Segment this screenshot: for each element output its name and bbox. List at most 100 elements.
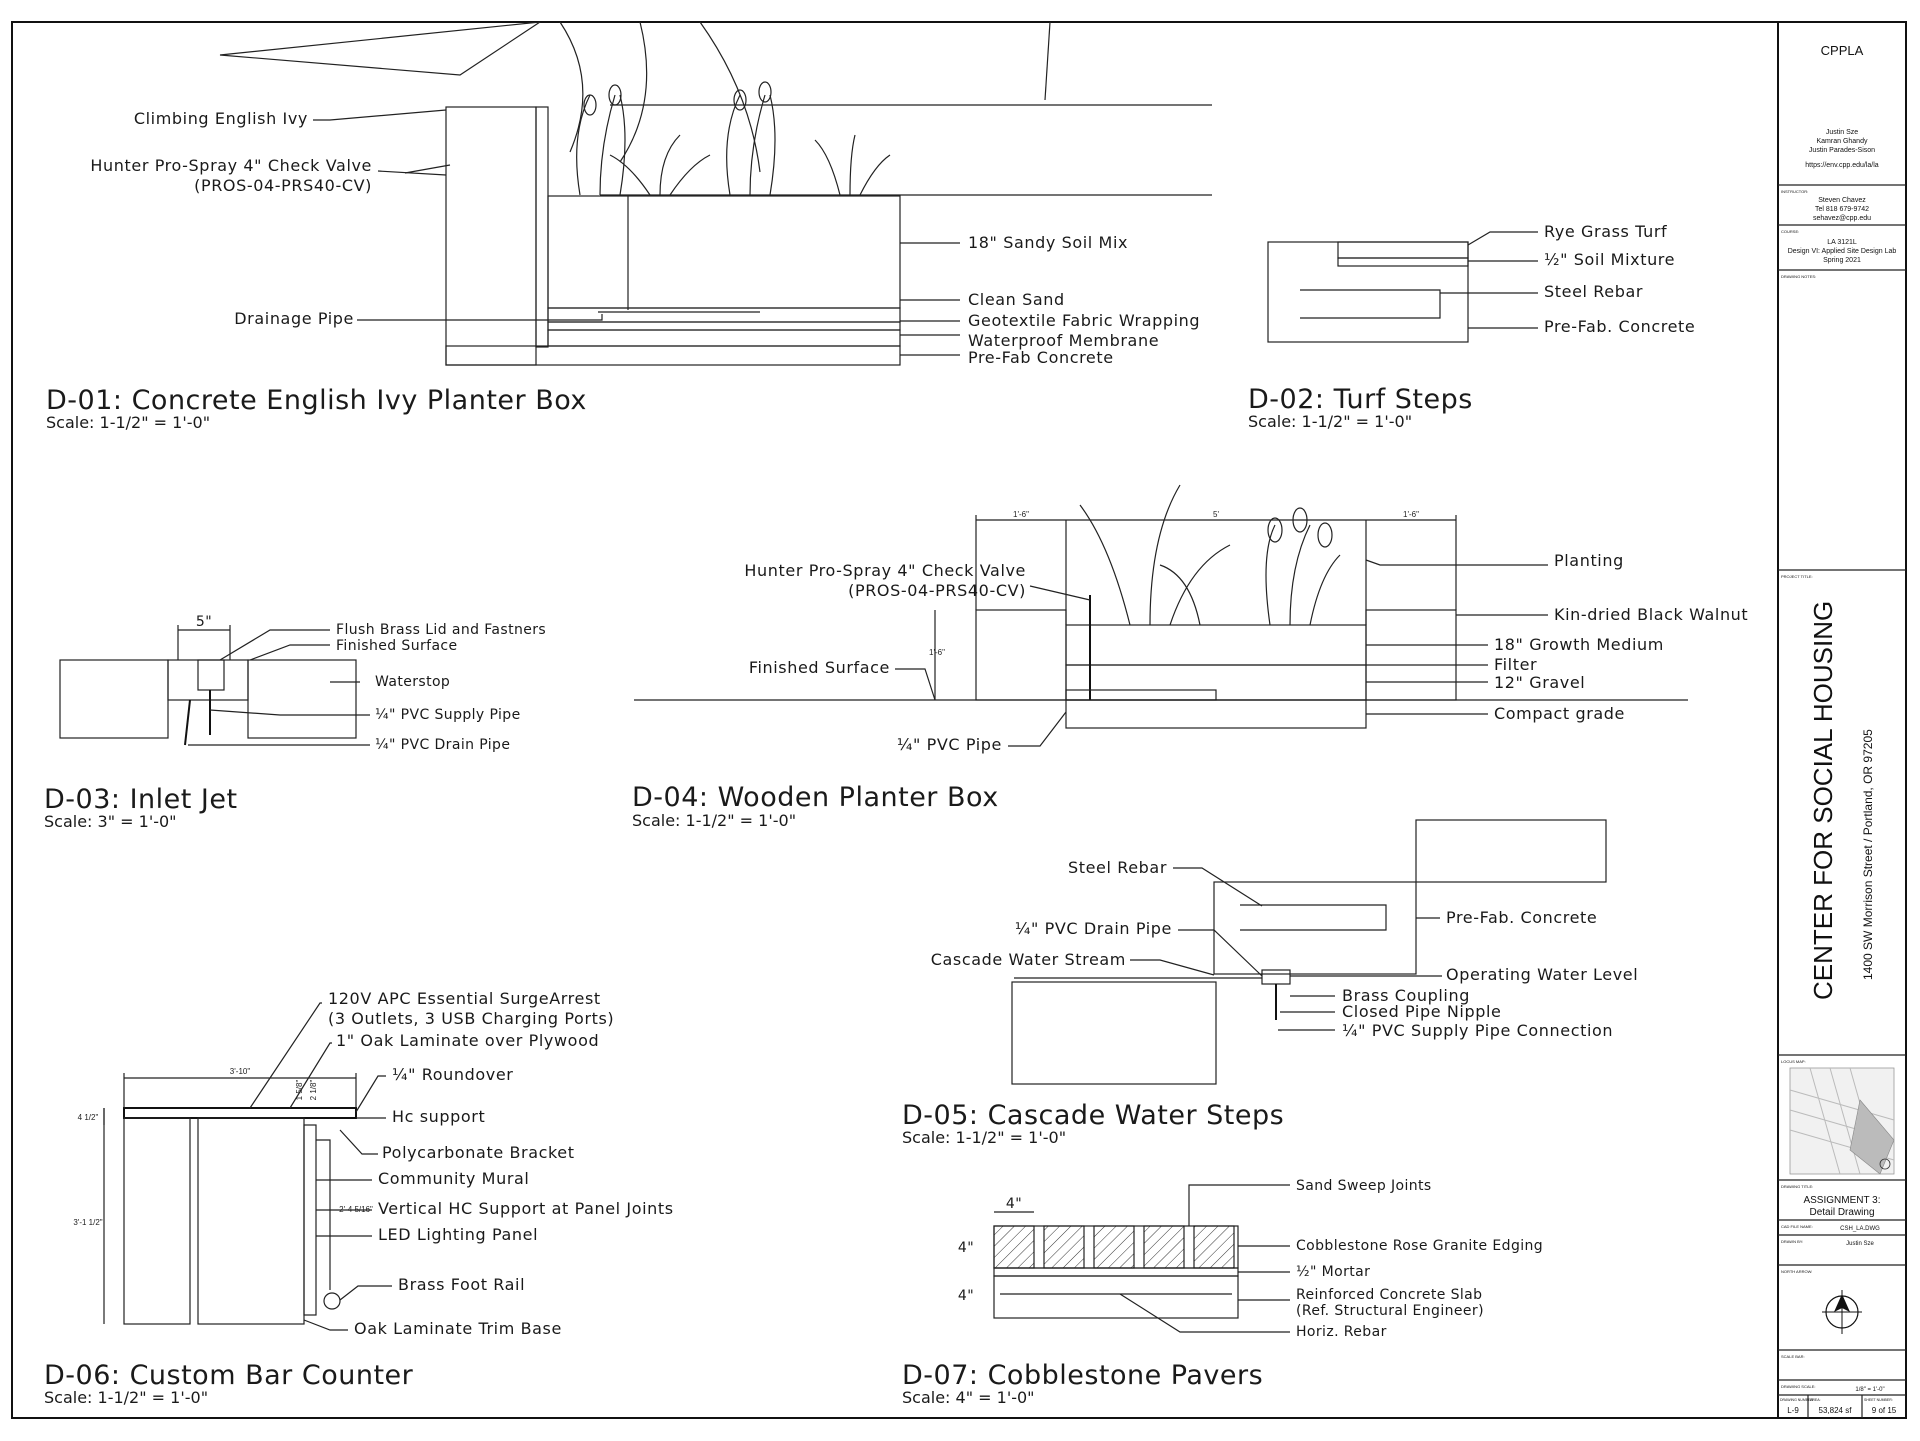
d06-scale: Scale: 1-1/2" = 1'-0" [44,1388,208,1407]
d01-callout-ivy: Climbing English Ivy [134,109,308,128]
d05-callout-nipple: Closed Pipe Nipple [1342,1002,1501,1021]
d02-title: D-02: Turf Steps [1248,384,1473,415]
d01-title: D-01: Concrete English Ivy Planter Box [46,385,587,416]
d06-callout-led: LED Lighting Panel [378,1225,538,1244]
tb-instructor-label: INSTRUCTOR: [1781,189,1808,194]
d06-callout-roundover: ¼" Roundover [392,1065,513,1084]
d06-callout-laminate: 1" Oak Laminate over Plywood [336,1031,599,1050]
tb-course-term: Spring 2021 [1823,257,1861,264]
d06-dim-a: 1 5/8" [295,1080,304,1101]
d06-callout-bracket: Polycarbonate Bracket [382,1143,575,1162]
tb-drawn-label: DRAWN BY: [1781,1239,1803,1244]
tb-instructor-name: Steven Chavez [1818,197,1866,204]
d07-callout-joints: Sand Sweep Joints [1296,1178,1432,1194]
d04-callout-gravel: 12" Gravel [1494,673,1585,692]
d03-callout-supply: ¼" PVC Supply Pipe [375,707,521,723]
d06-callout-foot-rail: Brass Foot Rail [398,1275,525,1294]
tb-drawing-title-label: DRAWING TITLE: [1781,1184,1813,1189]
d05-title: D-05: Cascade Water Steps [902,1100,1284,1131]
d05-callout-drain: ¼" PVC Drain Pipe [1015,919,1172,938]
d01-callout-valve: Hunter Pro-Spray 4" Check Valve [90,156,372,175]
tb-sheet: 9 of 15 [1872,1406,1897,1415]
d04-scale: Scale: 1-1/2" = 1'-0" [632,811,796,830]
d07-callout-slab: Reinforced Concrete Slab [1296,1287,1482,1303]
tb-cad-file: CSH_LA.DWG [1840,1226,1880,1232]
d05-callout-rebar: Steel Rebar [1068,858,1167,877]
d06-callout-surge: 120V APC Essential SurgeArrest [328,989,601,1008]
tb-drawing-title-2: Detail Drawing [1809,1207,1874,1218]
d03-title: D-03: Inlet Jet [44,784,238,815]
d07-dim-paver-depth: 4" [958,1240,974,1256]
d05-callout-stream: Cascade Water Stream [931,950,1126,969]
d01-callout-geotextile: Geotextile Fabric Wrapping [968,311,1200,330]
d07-title: D-07: Cobblestone Pavers [902,1360,1263,1391]
title-block: CPPLA Justin Sze Kamran Ghandy Justin Pa… [1778,43,1906,1418]
tb-area-label: AREA: [1810,1398,1821,1402]
d01-scale: Scale: 1-1/2" = 1'-0" [46,413,210,432]
detail-d06: 3'-10" 4 1/2" 1 5/8" 2 1/8" 3'-1 1/2" 2'… [44,989,674,1407]
d01-callout-drainage: Drainage Pipe [234,309,354,328]
d01-callout-valve-model: (PROS-04-PRS40-CV) [194,176,372,195]
tb-instructor-email[interactable]: sehavez@cpp.edu [1813,215,1871,222]
d01-callout-concrete: Pre-Fab Concrete [968,348,1114,367]
d06-callout-trim: Oak Laminate Trim Base [354,1319,562,1338]
d02-callout-rebar: Steel Rebar [1544,282,1643,301]
tb-team-2: Kamran Ghandy [1817,138,1868,145]
tb-number-label: DRAWING NUMBER: [1780,1398,1814,1402]
tb-sheet-label: SHEET NUMBER: [1864,1398,1893,1402]
d02-callout-concrete: Pre-Fab. Concrete [1544,317,1695,336]
d06-dim-height: 3'-1 1/2" [73,1218,102,1227]
d04-callout-valve: Hunter Pro-Spray 4" Check Valve [744,561,1026,580]
d05-callout-water-level: Operating Water Level [1446,965,1638,984]
d04-dim-center: 5' [1213,510,1219,519]
tb-number: L-9 [1787,1406,1799,1415]
d07-callout-rebar: Horiz. Rebar [1296,1324,1387,1340]
d05-callout-supply: ¼" PVC Supply Pipe Connection [1342,1021,1613,1040]
d06-dim-b: 2 1/8" [309,1080,318,1101]
tb-project-title: CENTER FOR SOCIAL HOUSING [1808,601,1838,1000]
tb-locus-label: LOCUS MAP: [1781,1059,1806,1064]
locus-north-icon [1879,1158,1891,1170]
d03-scale: Scale: 3" = 1'-0" [44,812,177,831]
d05-scale: Scale: 1-1/2" = 1'-0" [902,1128,1066,1147]
detail-d07: 4" 4" 4" Sand Sweep Joints Cobblestone R… [902,1178,1543,1407]
tb-notes-label: DRAWING NOTES: [1781,274,1816,279]
tb-course-code: LA 3121L [1827,239,1857,246]
d05-callout-coupling: Brass Coupling [1342,986,1470,1005]
d06-callout-mural: Community Mural [378,1169,529,1188]
d04-callout-medium: 18" Growth Medium [1494,635,1664,654]
d04-callout-planting: Planting [1554,551,1624,570]
d01-callout-soil: 18" Sandy Soil Mix [968,233,1128,252]
tb-course-name: Design VI: Applied Site Design Lab [1788,248,1897,255]
d03-dim-width: 5" [196,614,212,630]
detail-d02: Rye Grass Turf ½" Soil Mixture Steel Reb… [1248,222,1695,431]
tb-url[interactable]: https://env.cpp.edu/la/la [1805,162,1879,169]
d04-callout-pipe: ¼" PVC Pipe [897,735,1002,754]
detail-d03: 5" Flush Brass Lid and Fastners Finished… [44,614,546,831]
tb-project-label: PROJECT TITLE: [1781,574,1813,579]
d04-callout-grade: Compact grade [1494,704,1625,723]
d02-callout-soil: ½" Soil Mixture [1544,250,1675,269]
d04-callout-walnut: Kin-dried Black Walnut [1554,605,1748,624]
d04-dim-height: 1'-6" [929,648,945,657]
d07-dim-paver-width: 4" [1006,1196,1022,1212]
d03-callout-waterstop: Waterstop [375,674,450,690]
locus-map [1789,1067,1895,1175]
tb-firm: CPPLA [1821,43,1864,58]
tb-team-1: Justin Sze [1826,129,1858,136]
d07-dim-slab-depth: 4" [958,1288,974,1304]
d04-dim-left: 1'-6" [1013,510,1029,519]
d04-callout-surface: Finished Surface [749,658,890,677]
tb-drawing-scale: 1/8" = 1'-0" [1855,1387,1884,1393]
d03-callout-lid: Flush Brass Lid and Fastners [336,622,546,638]
tb-drawing-scale-label: DRAWING SCALE: [1781,1384,1816,1389]
d03-callout-surface: Finished Surface [336,638,458,654]
d01-callout-membrane: Waterproof Membrane [968,331,1159,350]
d02-callout-turf: Rye Grass Turf [1544,222,1667,241]
tb-north-label: NORTH ARROW: [1781,1269,1812,1274]
d06-callout-vertical: Vertical HC Support at Panel Joints [378,1199,674,1218]
d06-callout-outlets: (3 Outlets, 3 USB Charging Ports) [328,1009,614,1028]
d05-callout-concrete: Pre-Fab. Concrete [1446,908,1597,927]
d07-callout-edging: Cobblestone Rose Granite Edging [1296,1238,1543,1254]
tb-scale-bar-label: SCALE BAR: [1781,1354,1805,1359]
